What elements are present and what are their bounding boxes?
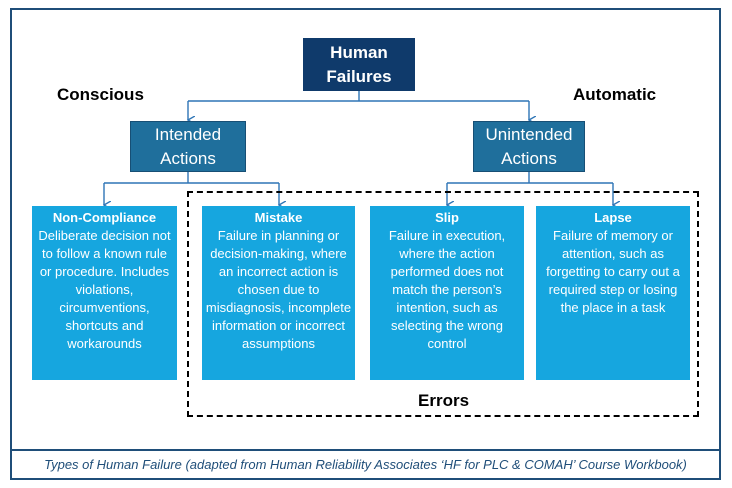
- lapse-text: Failure of memory or attention, such as …: [546, 228, 680, 315]
- slip-title: Slip: [435, 210, 459, 225]
- lapse-box: Lapse Failure of memory or attention, su…: [536, 206, 690, 380]
- intended-actions-node: Intended Actions: [130, 121, 246, 172]
- diagram-frame: [10, 8, 721, 451]
- non-compliance-box: Non-Compliance Deliberate decision not t…: [32, 206, 177, 380]
- unintended-actions-label: Unintended Actions: [485, 124, 573, 168]
- human-failures-node: Human Failures: [303, 38, 415, 91]
- mistake-title: Mistake: [254, 210, 303, 225]
- slip-text: Failure in execution, where the action p…: [388, 228, 506, 351]
- caption-text: Types of Human Failure (adapted from Hum…: [44, 457, 687, 472]
- non-compliance-title: Non-Compliance: [52, 210, 157, 225]
- intended-actions-label: Intended Actions: [154, 124, 222, 168]
- unintended-actions-node: Unintended Actions: [473, 121, 585, 172]
- errors-group-outline: [187, 191, 699, 417]
- human-failures-label: Human Failures: [326, 42, 392, 86]
- mistake-text: Failure in planning or decision-making, …: [205, 228, 352, 351]
- slip-box: Slip Failure in execution, where the act…: [370, 206, 524, 380]
- mistake-box: Mistake Failure in planning or decision-…: [202, 206, 355, 380]
- non-compliance-text: Deliberate decision not to follow a know…: [38, 228, 171, 351]
- automatic-label: Automatic: [573, 85, 657, 104]
- lapse-title: Lapse: [594, 210, 632, 225]
- conscious-label: Conscious: [57, 85, 144, 104]
- figure-caption: Types of Human Failure (adapted from Hum…: [10, 451, 721, 480]
- errors-label: Errors: [418, 391, 470, 410]
